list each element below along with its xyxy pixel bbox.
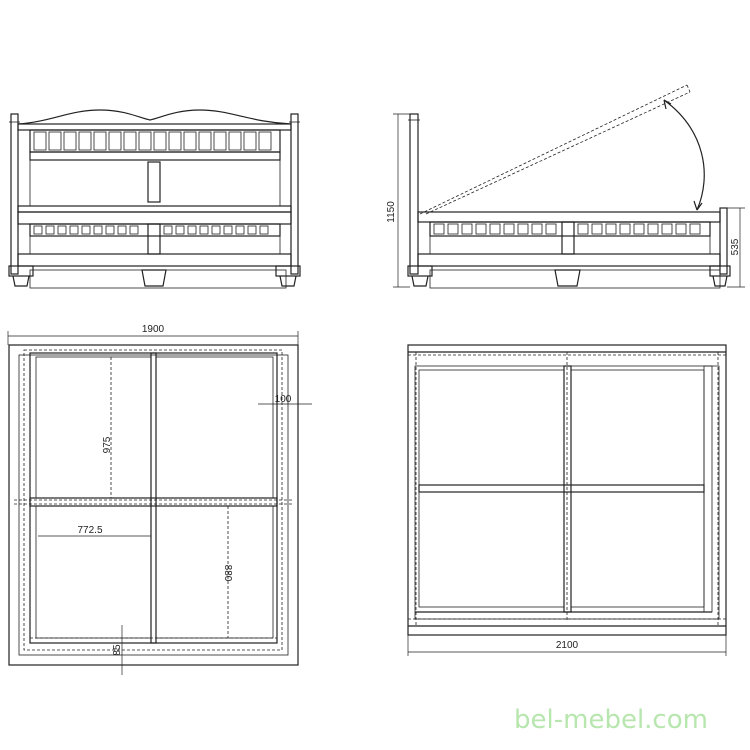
front-right-post: [290, 113, 299, 275]
mesh2-panel-bottom-right: [570, 491, 705, 608]
front-left-foot: [12, 275, 30, 287]
mesh2-panel-top-right: [570, 369, 705, 486]
mesh-panel-top-right: [155, 356, 274, 499]
dim-side-offset: 100: [275, 394, 292, 405]
side-headboard-post: [409, 113, 419, 275]
top-frame-outer: [8, 344, 299, 666]
front-left-post: [10, 113, 19, 275]
dim-half-width: 772.5: [77, 525, 102, 536]
watermark: bel-mebel.com: [514, 705, 708, 735]
dim-bottom-offset: 85: [112, 644, 123, 656]
dim-lower-height: 880: [222, 565, 233, 582]
dim-inner-height: 975: [102, 436, 113, 453]
mesh-panel-top-left: [35, 356, 152, 499]
side-footboard-post: [719, 207, 728, 275]
front-view: [8, 109, 301, 289]
top-view-footboard-side: [407, 344, 727, 656]
front-right-foot: [279, 275, 297, 287]
front-mesh-base: [29, 269, 287, 289]
mesh2-panel-top-left: [418, 369, 565, 486]
side-slats: [433, 223, 701, 235]
mesh-panel-bottom-right: [155, 505, 274, 639]
front-center-foot: [141, 269, 167, 287]
headboard-center-post: [147, 161, 161, 203]
top2-frame-outer: [407, 344, 727, 636]
side-mesh-base: [429, 269, 721, 289]
dim-front-height: 1150: [386, 201, 397, 223]
dim-side-height: 535: [730, 238, 741, 255]
lift-arc: [663, 99, 705, 211]
lower-slats: [33, 225, 269, 235]
upper-slats: [33, 131, 272, 151]
dim-top-width: 1900: [142, 324, 165, 335]
mesh2-panel-bottom-left: [418, 491, 565, 608]
headboard-curve: [17, 109, 292, 125]
side-view: [393, 84, 745, 289]
top-view-headboard-side: [7, 331, 312, 675]
dim-bottom-width: 2100: [556, 640, 579, 651]
